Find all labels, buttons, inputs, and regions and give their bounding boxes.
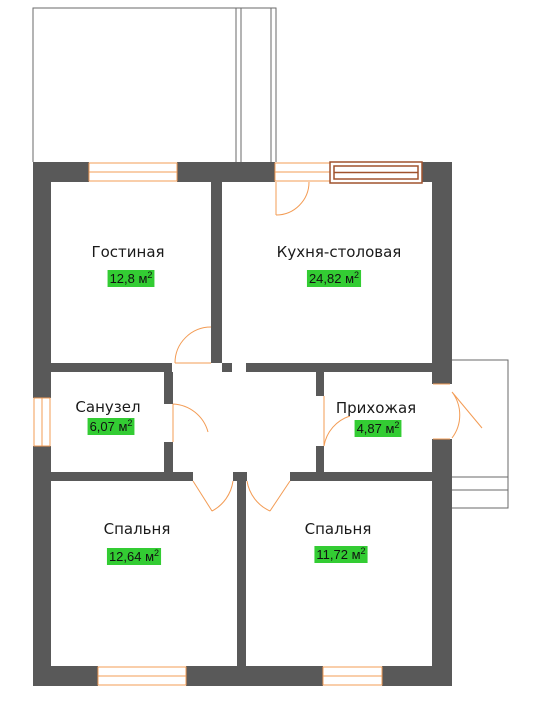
- window-kitchen-highlight: [329, 161, 423, 184]
- windows: [33, 162, 383, 686]
- room-area: 4,87 м2: [357, 420, 400, 436]
- area-badge: [354, 420, 402, 437]
- room-area: 24,82 м2: [309, 270, 359, 286]
- room-name: Кухня-столовая: [277, 243, 402, 261]
- room-name: Прихожая: [336, 399, 416, 417]
- door-swings: [172, 181, 483, 512]
- area-unit-power: 2: [394, 420, 399, 430]
- area-badge: [87, 418, 135, 435]
- area-unit: м: [345, 271, 354, 286]
- area-unit-power: 2: [154, 548, 159, 558]
- room-area: 6,07 м2: [90, 418, 133, 434]
- room-name: Гостиная: [91, 243, 164, 261]
- door-hallway-inner: [323, 396, 351, 447]
- area-badge: [107, 270, 155, 287]
- area-value: 11,72: [316, 547, 351, 562]
- door-entrance: [451, 391, 483, 439]
- room-area: 12,8 м2: [110, 270, 153, 286]
- area-unit-power: 2: [361, 546, 366, 556]
- walls: [33, 162, 452, 686]
- room-name: Спальня: [305, 520, 372, 538]
- area-value: 6,07: [90, 419, 119, 434]
- area-value: 4,87: [357, 421, 386, 436]
- door-bedroom-left: [192, 480, 234, 512]
- room-area: 11,72 м2: [316, 546, 365, 562]
- door-living-room: [174, 326, 212, 364]
- area-unit-power: 2: [127, 418, 132, 428]
- area-value: 12,8: [110, 271, 139, 286]
- area-value: 24,82: [309, 271, 345, 286]
- area-badge: [314, 546, 368, 563]
- porch-outline: [452, 359, 509, 509]
- door-kitchen-entry: [275, 181, 310, 216]
- area-unit-power: 2: [354, 270, 359, 280]
- area-unit: м: [385, 421, 394, 436]
- area-value: 12,64: [109, 549, 145, 564]
- room-area: 12,64 м2: [109, 548, 159, 564]
- terrace-outline: [32, 7, 277, 162]
- area-unit: м: [145, 549, 154, 564]
- area-unit-power: 2: [147, 270, 152, 280]
- area-unit: м: [118, 419, 127, 434]
- room-name: Спальня: [104, 520, 171, 538]
- door-bathroom: [172, 403, 209, 442]
- area-unit: м: [352, 547, 361, 562]
- door-bedroom-right: [246, 480, 291, 512]
- area-badge: [106, 548, 162, 565]
- room-name: Санузел: [75, 398, 140, 416]
- area-unit: м: [138, 271, 147, 286]
- area-badge: [306, 270, 362, 287]
